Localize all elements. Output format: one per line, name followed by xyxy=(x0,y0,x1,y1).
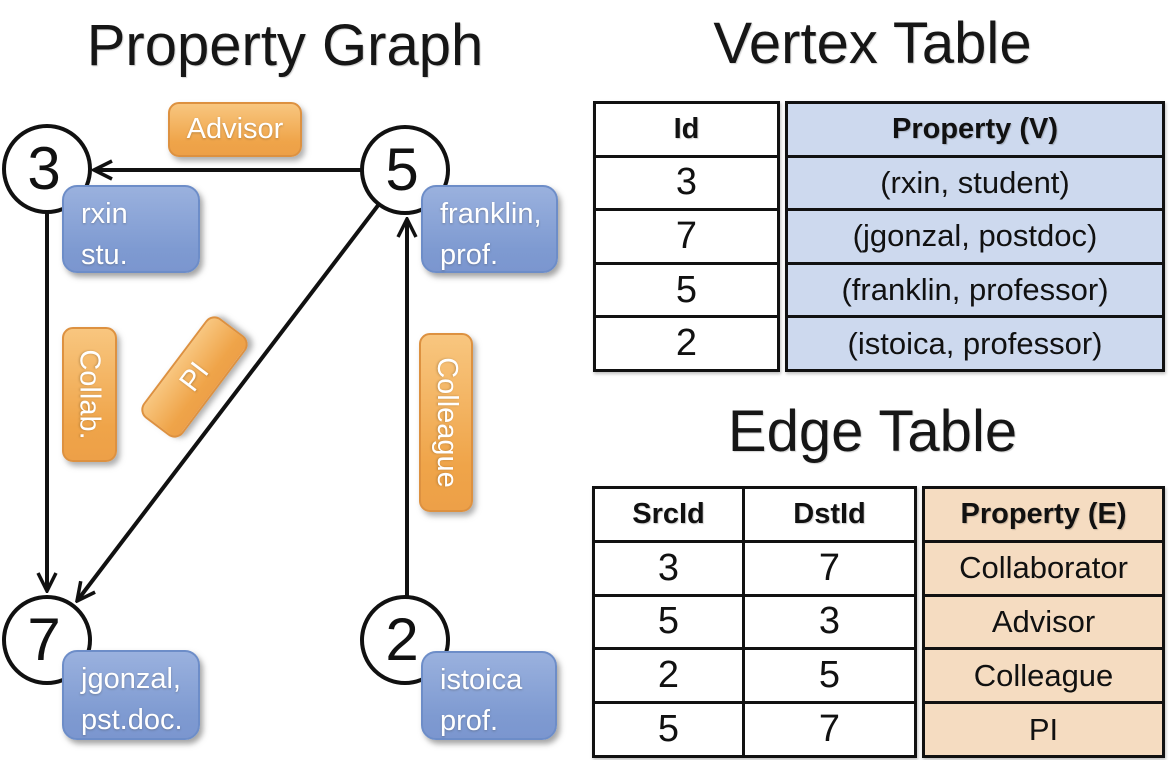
edge-table: SrcId DstId 3 7 5 3 2 5 5 7 Property (E)… xyxy=(592,486,1165,758)
table-cell: 5 xyxy=(657,600,680,643)
vertex-property-card-franklin: franklin, prof. xyxy=(421,185,558,273)
node-id-label: 3 xyxy=(27,135,61,202)
column-header: DstId xyxy=(742,489,914,540)
table-cell: 5 xyxy=(596,261,777,316)
table-cell: 3 xyxy=(657,546,680,589)
node-id-label: 7 xyxy=(27,606,61,673)
vertex-property-line2: prof. xyxy=(440,239,499,272)
vertex-property-card-rxin: rxin stu. xyxy=(62,185,200,273)
vertex-property-line2: prof. xyxy=(440,705,499,738)
vertex-table-id-column: Id 3 7 5 2 xyxy=(593,101,780,372)
edge-label-collab: Collab. xyxy=(62,327,117,462)
column-header: SrcId xyxy=(632,497,705,530)
edge-label-text: Advisor xyxy=(186,113,284,145)
vertex-table: Id 3 7 5 2 Property (V) (rxin, student) … xyxy=(593,101,1165,372)
edge-arrow-5-to-7 xyxy=(77,168,407,601)
table-cell: PI xyxy=(925,701,1162,755)
column-header: Id xyxy=(673,112,700,145)
edge-label-text: Colleague xyxy=(430,357,463,488)
table-cell: 7 xyxy=(742,542,914,594)
edge-label-colleague: Colleague xyxy=(419,333,473,512)
table-cell: 7 xyxy=(596,208,777,262)
table-cell: Collaborator xyxy=(925,539,1162,594)
vertex-property-line1: franklin, xyxy=(440,198,542,230)
vertex-property-line1: jgonzal, xyxy=(81,663,181,695)
table-cell: 2 xyxy=(596,315,777,369)
edge-table-title: Edge Table xyxy=(727,399,1018,464)
node-circle-2: 2 xyxy=(360,595,450,685)
vertex-property-card-istoica: istoica prof. xyxy=(421,651,557,740)
node-circle-5: 5 xyxy=(360,125,450,215)
vertex-property-line2: pst.doc. xyxy=(81,704,183,737)
table-cell: (franklin, professor) xyxy=(788,261,1162,316)
table-cell: 5 xyxy=(742,650,914,702)
table-cell: (rxin, student) xyxy=(788,154,1162,209)
node-id-label: 2 xyxy=(385,606,419,673)
vertex-property-line1: rxin xyxy=(81,198,128,230)
edge-label-text: Collab. xyxy=(74,349,106,440)
vertex-property-line2: stu. xyxy=(81,239,128,272)
edge-label-text: PI xyxy=(173,356,216,398)
table-cell: Advisor xyxy=(925,593,1162,648)
table-cell: 7 xyxy=(742,704,914,755)
edge-label-advisor: Advisor xyxy=(168,102,302,157)
table-cell: (istoica, professor) xyxy=(788,315,1162,369)
edge-table-id-columns: SrcId DstId 3 7 5 3 2 5 5 7 xyxy=(592,486,917,758)
table-cell: 5 xyxy=(657,708,680,751)
edge-table-property-column: Property (E) Collaborator Advisor Collea… xyxy=(922,486,1165,758)
table-cell: 2 xyxy=(657,654,680,697)
vertex-table-property-column: Property (V) (rxin, student) (jgonzal, p… xyxy=(785,101,1165,372)
table-cell: 3 xyxy=(596,154,777,209)
column-header: Property (V) xyxy=(892,112,1058,145)
column-header: Property (E) xyxy=(960,497,1127,530)
vertex-property-line1: istoica xyxy=(440,664,523,696)
table-cell: 3 xyxy=(742,596,914,648)
node-id-label: 5 xyxy=(385,136,419,203)
vertex-table-title: Vertex Table xyxy=(713,11,1032,76)
graph-edges-canvas xyxy=(0,0,570,640)
table-cell: Colleague xyxy=(925,647,1162,701)
table-cell: (jgonzal, postdoc) xyxy=(788,208,1162,262)
vertex-property-card-jgonzal: jgonzal, pst.doc. xyxy=(62,650,200,740)
property-graph-title: Property Graph xyxy=(86,13,484,78)
